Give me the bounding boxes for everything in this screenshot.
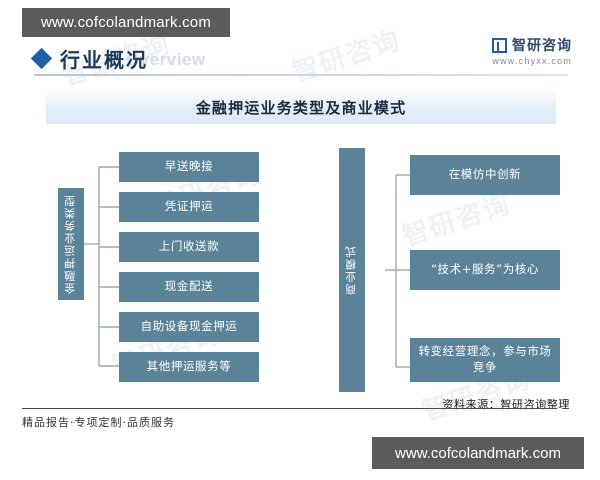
diagram-node-early-delivery: 早送晚接: [119, 152, 259, 182]
source-note: 资料来源：智研咨询整理: [442, 398, 570, 411]
diagram-root-node-business-types: 金融押运业务类型: [58, 188, 84, 300]
section-subtitle: Overview: [126, 50, 206, 69]
diagram-node-cash-distribution: 现金配送: [119, 272, 259, 302]
brand-row: 智研咨询: [492, 38, 572, 53]
diagram-root-node-business-model: 商业模式: [339, 148, 365, 392]
footer-tagline: 精品报告·专项定制·品质服务: [22, 416, 175, 429]
chart-title-band: 金融押运业务类型及商业模式: [46, 90, 556, 124]
diagram-node-other-escort-services: 其他押运服务等: [119, 352, 259, 382]
diagram-node-self-service-cash-escort: 自助设备现金押运: [119, 312, 259, 342]
brand-url: www.chyxx.com: [492, 56, 572, 66]
chart-title-text: 金融押运业务类型及商业模式: [195, 98, 407, 117]
diagram-node-voucher-escort: 凭证押运: [119, 192, 259, 222]
top-url-watermark-bar: www.cofcolandmark.com: [22, 8, 230, 37]
diagram-node-innovate-through-imitation: 在模仿中创新: [410, 155, 560, 195]
section-header: Overview 行业概况: [30, 44, 568, 78]
brand-logo: 智研咨询 www.chyxx.com: [492, 38, 572, 66]
footer-divider: [22, 408, 556, 409]
header-divider: [34, 74, 568, 76]
diagram-node-door-to-door-collection: 上门收送款: [119, 232, 259, 262]
top-url-text: www.cofcolandmark.com: [40, 14, 212, 31]
brand-mark-icon: [492, 38, 507, 53]
bottom-url-text: www.cofcolandmark.com: [395, 444, 561, 462]
brand-name: 智研咨询: [512, 37, 572, 54]
bottom-url-watermark-bar: www.cofcolandmark.com: [372, 437, 584, 469]
diagram-node-transform-management-concept: 转变经营理念，参与市场竞争: [410, 338, 560, 382]
section-title: 行业概况: [60, 48, 148, 72]
diagram-node-tech-plus-service-core: “技术+服务”为核心: [410, 250, 560, 290]
